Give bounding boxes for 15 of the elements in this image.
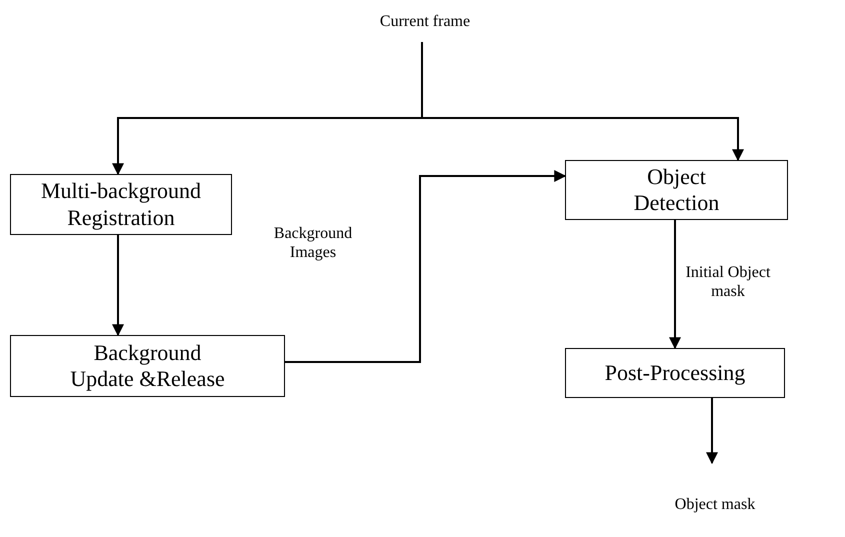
box-label: Post-Processing (604, 360, 746, 386)
input-label: Current frame (360, 10, 490, 34)
box-label: Object Detection (632, 164, 720, 216)
arrow (285, 170, 566, 363)
arrow (706, 398, 718, 464)
arrow (112, 235, 124, 336)
box-label: Multi-background Registration (40, 178, 202, 231)
box-label: Background Update &Release (69, 340, 226, 392)
arrow (421, 42, 744, 162)
input-label: Object mask (650, 493, 780, 517)
process-box (565, 348, 785, 398)
process-box (10, 335, 285, 397)
process-box (565, 160, 788, 220)
arrow (669, 220, 681, 350)
process-box (10, 174, 232, 235)
